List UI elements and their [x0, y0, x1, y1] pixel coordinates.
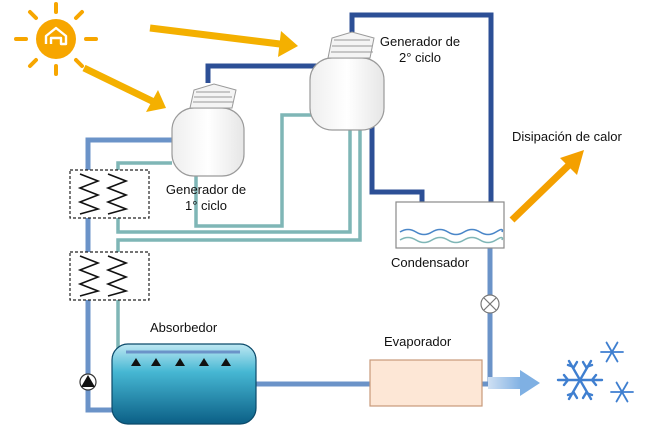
- generator-2-label-line-2: 2° ciclo: [398, 50, 442, 65]
- heat-dissipation-label: Disipación de calor: [512, 129, 622, 144]
- heat-exchanger-coil-icon: [77, 255, 101, 297]
- heat-exchanger-coil-icon: [105, 255, 129, 297]
- heat-exchanger-upper: [69, 169, 150, 219]
- snowflake-icon: [556, 359, 604, 401]
- generator-1-label: Generador de 1° ciclo: [150, 182, 262, 214]
- evaporator: [369, 359, 483, 407]
- evaporator-label: Evaporador: [384, 334, 452, 349]
- generator-1: [171, 83, 245, 177]
- pipe-dark-blue: [205, 12, 494, 202]
- heat-exchanger-coil-icon: [77, 173, 101, 215]
- absorber: [111, 343, 257, 425]
- heat-dissipation-arrow: [509, 150, 584, 223]
- heat-exchanger-coil-icon: [105, 173, 129, 215]
- pump-icon: [79, 373, 97, 391]
- absorber-label: Absorbedor: [150, 320, 218, 335]
- condenser: [395, 201, 505, 249]
- snowflake-icon: [600, 341, 634, 403]
- heat-exchanger-lower: [69, 251, 150, 301]
- solar-arrow-1: [82, 64, 166, 112]
- condenser-label: Condensador: [391, 255, 470, 270]
- generator-2-label-line-1: Generador de: [379, 34, 461, 49]
- pipe-teal: [116, 113, 362, 354]
- sun-icon: [14, 2, 98, 76]
- expansion-valve-icon: [480, 294, 500, 314]
- generator-2: [309, 31, 385, 131]
- generator-2-label: Generador de 2° ciclo: [374, 34, 466, 66]
- generator-1-label-line-2: 1° ciclo: [184, 198, 228, 213]
- cooling-output-arrow: [488, 370, 540, 396]
- generator-1-label-line-1: Generador de: [165, 182, 247, 197]
- solar-arrow-2: [149, 24, 298, 57]
